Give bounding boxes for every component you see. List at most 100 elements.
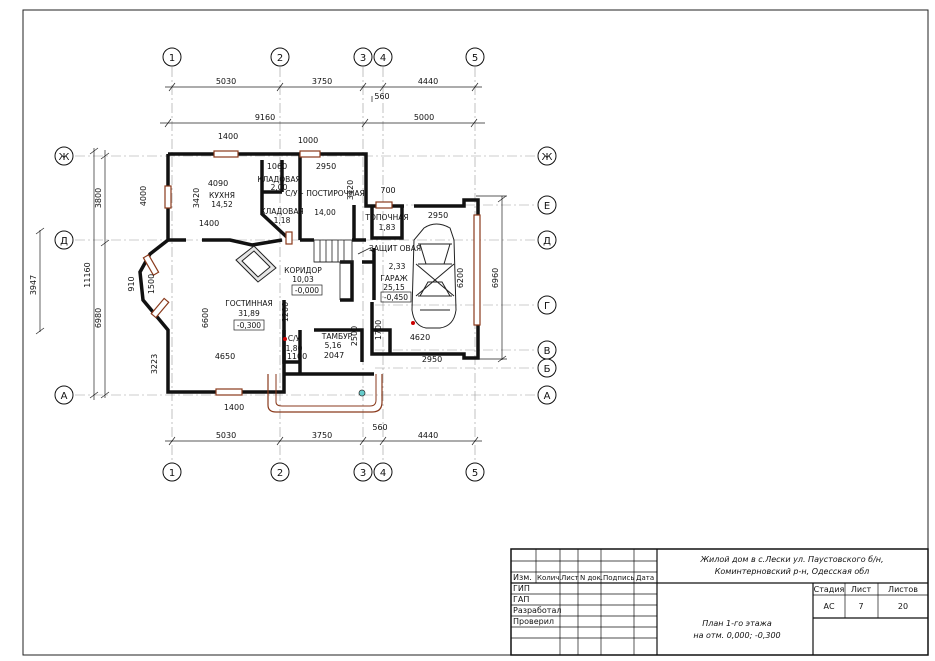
windows bbox=[142, 150, 481, 396]
porch bbox=[267, 374, 383, 413]
axis-label-left: Д bbox=[60, 236, 68, 247]
tb-role: Проверил bbox=[513, 617, 554, 626]
dim-label: 2950 bbox=[422, 355, 442, 364]
dim-label: 2950 bbox=[316, 162, 336, 171]
axis-label-top: 4 bbox=[380, 53, 386, 64]
axis-bubble bbox=[162, 47, 182, 67]
room-area: 14,52 bbox=[211, 200, 233, 209]
tb-sheet-label: Лист bbox=[851, 585, 872, 594]
room-area: 14,00 bbox=[314, 208, 336, 217]
room-name: ТАМБУР bbox=[321, 332, 353, 341]
tb-role: ГИП bbox=[513, 584, 530, 593]
axis-bubble bbox=[270, 462, 290, 482]
axis-label-bottom: 2 bbox=[277, 468, 283, 479]
room-area: 1,83 bbox=[379, 223, 396, 232]
tb-role: Разработал bbox=[513, 606, 561, 615]
axis-labels: 1 2 3 4 5 1 2 3 4 5 Ж Д А Ж Е Д Г В Б А bbox=[59, 53, 553, 479]
tb-header: N док. bbox=[580, 574, 603, 582]
axis-bubble bbox=[537, 230, 557, 250]
dim-label: 4090 bbox=[208, 179, 228, 188]
dim-label: 5030 bbox=[216, 77, 236, 86]
dim-label: 5030 bbox=[216, 431, 236, 440]
dim-label: 3750 bbox=[312, 77, 332, 86]
dim-label: 1700 bbox=[374, 320, 383, 340]
dim-label: 1400 bbox=[224, 403, 244, 412]
axis-bubble bbox=[270, 47, 290, 67]
dim-label: 700 bbox=[380, 186, 395, 195]
tb-sheets-label: Листов bbox=[888, 585, 918, 594]
dim-label: 4440 bbox=[418, 431, 438, 440]
dimension-lines bbox=[35, 82, 507, 446]
room-area: 31,89 bbox=[238, 309, 260, 318]
room-area: 5,16 bbox=[325, 341, 342, 350]
fireplace bbox=[235, 245, 277, 283]
level-label: -0,450 bbox=[384, 293, 408, 302]
stairs bbox=[313, 239, 375, 300]
axis-label-bottom: 5 bbox=[472, 468, 478, 479]
room-name: ГОСТИННАЯ bbox=[225, 299, 273, 308]
room-area: 2,00 bbox=[271, 183, 288, 192]
axis-bubbles bbox=[54, 47, 557, 482]
door-marker bbox=[411, 321, 415, 325]
tb-header: Лист bbox=[561, 574, 579, 582]
dim-label: 2047 bbox=[324, 351, 344, 360]
dim-label: 2950 bbox=[428, 211, 448, 220]
room-name: КЛАДОВАЯ bbox=[260, 207, 303, 216]
axis-bubble bbox=[537, 195, 557, 215]
tb-project-line2: Коминтерновский р-н, Одесская обл bbox=[715, 567, 870, 576]
dimension-labels: 5030 3750 4440 560 9160 5000 5030 3750 4… bbox=[29, 77, 500, 440]
tb-sheets: 20 bbox=[898, 602, 908, 611]
axis-bubble bbox=[465, 462, 485, 482]
room-area: 10,03 bbox=[292, 275, 314, 284]
dim-label: 3420 bbox=[346, 180, 355, 200]
dim-label: 1100 bbox=[287, 352, 307, 361]
axis-label-bottom: 3 bbox=[360, 468, 366, 479]
dim-label: 6980 bbox=[94, 308, 103, 328]
dim-label: 910 bbox=[127, 276, 136, 291]
axis-label-right: Ж bbox=[542, 152, 553, 163]
axis-label-bottom: 1 bbox=[169, 468, 175, 479]
axis-bubble bbox=[353, 462, 373, 482]
axis-bubble bbox=[54, 230, 74, 250]
dim-label: 560 bbox=[372, 423, 387, 432]
interior-dimensions: 1400 1000 1060 2950 4090 4000 3420 1400 … bbox=[127, 132, 465, 412]
axis-label-right: Д bbox=[543, 236, 551, 247]
dim-label: 3420 bbox=[192, 188, 201, 208]
axis-label-top: 1 bbox=[169, 53, 175, 64]
title-block-text: Изм. Колич. Лист N док. Подпись Дата ГИП… bbox=[513, 555, 918, 640]
dim-label: 3800 bbox=[94, 188, 103, 208]
dim-label: 3947 bbox=[29, 275, 38, 295]
tb-header: Колич. bbox=[537, 574, 562, 582]
porch-light bbox=[358, 389, 366, 397]
axis-label-left: А bbox=[61, 391, 68, 402]
dim-label: 6200 bbox=[456, 268, 465, 288]
dim-label: 11160 bbox=[83, 262, 92, 287]
axis-bubble bbox=[537, 295, 557, 315]
porch-inner bbox=[275, 374, 377, 407]
sheet-border bbox=[22, 9, 929, 656]
axis-bubble bbox=[162, 462, 182, 482]
dim-label: 560 bbox=[374, 92, 389, 101]
dim-label: 4620 bbox=[410, 333, 430, 342]
room-name: КУХНЯ bbox=[209, 191, 235, 200]
level-label: -0,000 bbox=[295, 286, 319, 295]
axis-bubble bbox=[537, 385, 557, 405]
dim-label: 4650 bbox=[215, 352, 235, 361]
tb-header: Подпись bbox=[603, 574, 635, 582]
car-icon bbox=[411, 223, 457, 329]
axis-bubble bbox=[537, 358, 557, 378]
axis-label-top: 5 bbox=[472, 53, 478, 64]
room-area: 2,33 bbox=[389, 262, 406, 271]
axis-bubble bbox=[465, 47, 485, 67]
dim-label: 1200 bbox=[281, 302, 290, 322]
room-name: ЗАЩИТ ОВАЯ bbox=[369, 244, 421, 253]
axis-bubble bbox=[373, 47, 393, 67]
dim-label: 5000 bbox=[414, 113, 434, 122]
dim-label: 4440 bbox=[418, 77, 438, 86]
dim-label: 6600 bbox=[201, 308, 210, 328]
room-area: 1,18 bbox=[274, 216, 291, 225]
tb-sheet-title-line1: План 1-го этажа bbox=[702, 619, 772, 628]
door-marker bbox=[283, 337, 287, 341]
dim-label: 2500 bbox=[350, 326, 359, 346]
axis-label-top: 2 bbox=[277, 53, 283, 64]
